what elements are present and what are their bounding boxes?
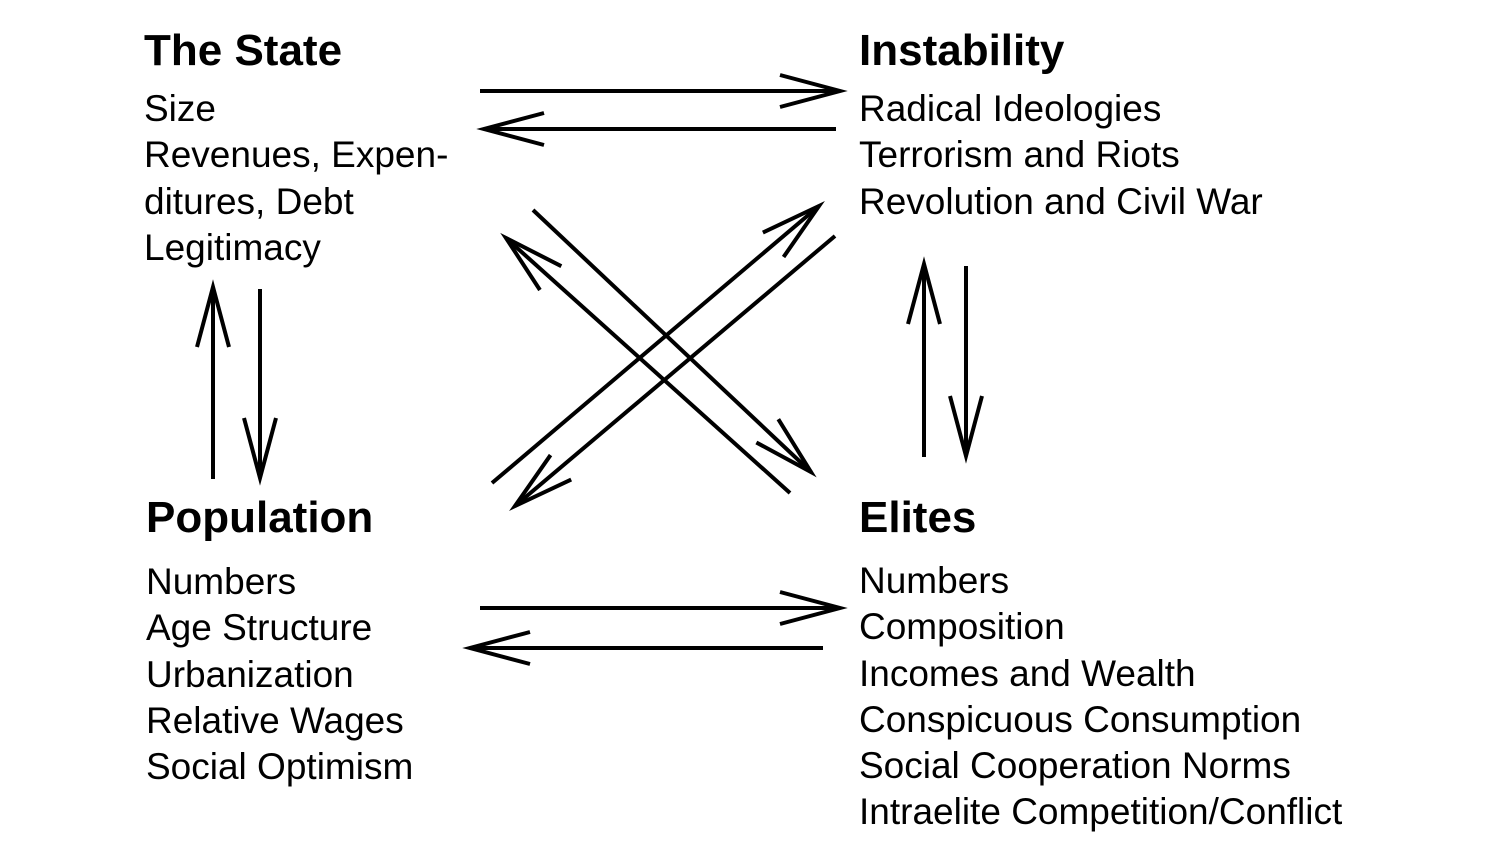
node-item: Relative Wages <box>146 699 404 741</box>
node-title-elites: Elites <box>859 493 977 542</box>
node-title-instability: Instability <box>859 26 1065 75</box>
arrow-elites-to-state <box>500 232 792 495</box>
node-item: Intraelite Competition/Conflict <box>859 791 1343 833</box>
arrow-head <box>755 418 817 478</box>
node-item: Conspicuous Consumption <box>859 698 1302 740</box>
arrow-elites-to-population <box>462 630 823 666</box>
node-item: Revenues, Expen- <box>144 134 449 176</box>
node-item: Numbers <box>859 560 1010 601</box>
arrow-head <box>195 279 231 348</box>
arrow-shaft <box>531 208 813 474</box>
node-items-instability: Radical Ideologies Terrorism and Riots R… <box>859 86 1263 225</box>
arrow-instability-to-elites <box>948 266 984 464</box>
arrow-shaft <box>490 204 821 485</box>
node-items-the-state: Size Revenues, Expen- ditures, Debt Legi… <box>144 86 448 271</box>
node-title-population: Population <box>146 493 374 542</box>
node-item: Incomes and Wealth <box>859 652 1196 694</box>
node-items-population: Numbers Age Structure Urbanization Relat… <box>146 559 413 790</box>
node-item: Age Structure <box>146 607 373 649</box>
arrow-head <box>779 590 848 626</box>
arrow-population-to-elites <box>480 590 848 626</box>
node-item: Radical Ideologies <box>859 88 1162 129</box>
node-item: Terrorism and Riots <box>859 134 1180 176</box>
arrow-state-to-elites <box>531 208 817 478</box>
arrow-shaft <box>513 234 837 508</box>
node-item: Composition <box>859 606 1065 648</box>
arrow-shaft <box>504 236 792 495</box>
arrow-head <box>500 232 563 292</box>
arrow-instability-to-state <box>476 111 836 147</box>
arrow-state-to-population <box>242 289 278 486</box>
arrow-head <box>509 453 573 512</box>
arrow-elites-to-instability <box>906 256 942 457</box>
node-item: ditures, Debt <box>144 180 354 222</box>
node-item: Revolution and Civil War <box>859 180 1263 222</box>
node-item: Social Optimism <box>146 746 414 788</box>
arrow-head <box>462 630 531 666</box>
arrow-head <box>906 256 942 325</box>
arrow-population-to-state <box>195 279 231 479</box>
node-the-state: The State Size Revenues, Expen- ditures,… <box>144 26 448 271</box>
arrow-head <box>476 111 545 147</box>
arrow-head <box>779 73 848 109</box>
arrow-head <box>762 200 825 259</box>
node-population: Population Numbers Age Structure Urbaniz… <box>146 493 413 790</box>
node-item: Size <box>144 88 216 129</box>
arrow-head <box>242 417 278 486</box>
node-item: Legitimacy <box>144 226 321 268</box>
node-items-elites: Numbers Composition Incomes and Wealth C… <box>859 558 1342 836</box>
arrow-state-to-instability <box>480 73 848 109</box>
node-instability: Instability Radical Ideologies Terrorism… <box>859 26 1263 225</box>
node-item: Social Cooperation Norms <box>859 745 1291 787</box>
arrow-population-to-instability <box>490 200 825 485</box>
node-item: Numbers <box>146 561 297 602</box>
arrow-head <box>948 395 984 464</box>
arrow-instability-to-population <box>509 234 837 512</box>
node-title-the-state: The State <box>144 26 343 75</box>
node-item: Urbanization <box>146 653 354 695</box>
node-elites: Elites Numbers Composition Incomes and W… <box>859 493 1342 836</box>
